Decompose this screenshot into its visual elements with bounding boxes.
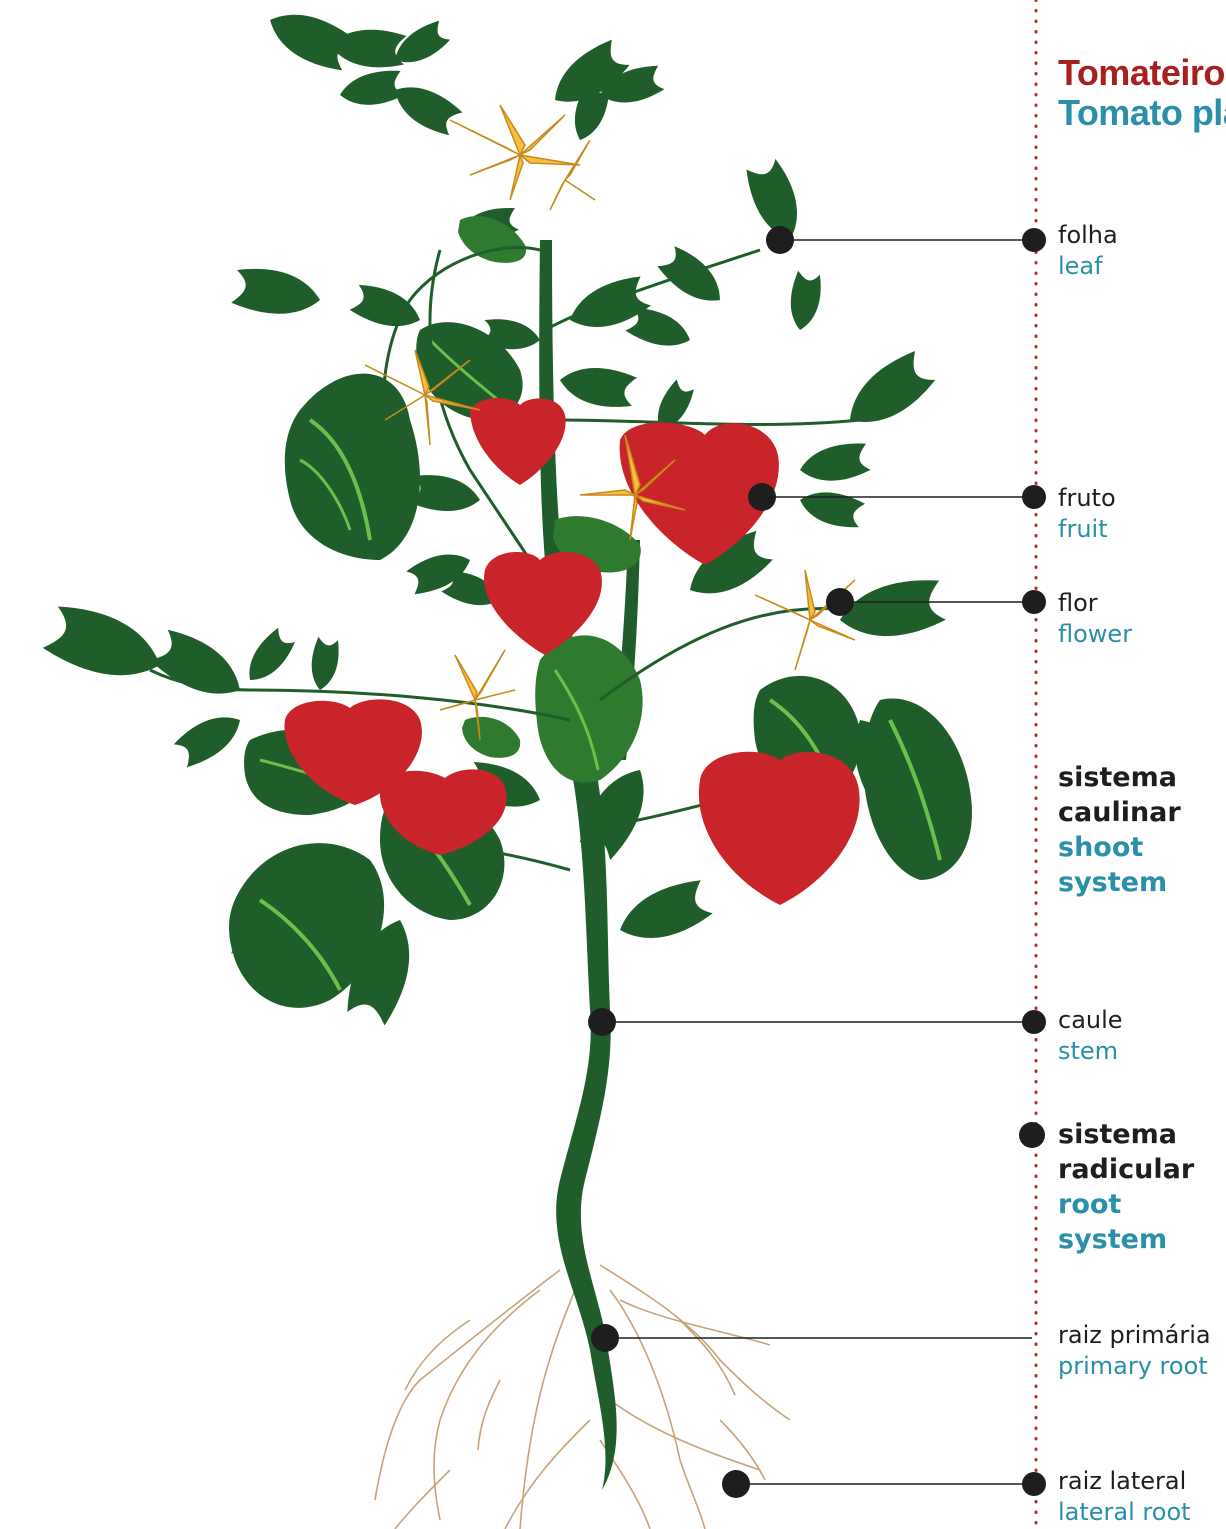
root-system-dot bbox=[1019, 1122, 1045, 1148]
label-leaf-en: leaf bbox=[1058, 251, 1118, 282]
fruit-pointer-dot bbox=[748, 483, 776, 511]
label-root-system: sistema radicular root system bbox=[1058, 1117, 1194, 1257]
label-primary-root-pt: raiz primária bbox=[1058, 1320, 1211, 1351]
root-system-en-line2: system bbox=[1058, 1222, 1194, 1257]
flower-pointer-dot bbox=[826, 588, 854, 616]
title-portuguese: Tomateiro bbox=[1058, 52, 1225, 94]
leaves-illustration bbox=[41, 0, 972, 1027]
leaf-label-dot bbox=[1022, 228, 1046, 252]
label-flower-pt: flor bbox=[1058, 588, 1132, 619]
label-fruit-pt: fruto bbox=[1058, 483, 1116, 514]
primary-root-pointer-dot bbox=[591, 1324, 619, 1352]
label-lateral-root-pt: raiz lateral bbox=[1058, 1466, 1191, 1497]
lateral-root-label-dot bbox=[1022, 1472, 1046, 1496]
root-system-en-line1: root bbox=[1058, 1187, 1194, 1222]
title-english: Tomato pla bbox=[1058, 92, 1226, 134]
label-fruit: fruto fruit bbox=[1058, 483, 1116, 545]
shoot-system-pt-line1: sistema bbox=[1058, 760, 1181, 795]
label-flower: flor flower bbox=[1058, 588, 1132, 650]
label-leaf: folha leaf bbox=[1058, 220, 1118, 282]
label-stem-pt: caule bbox=[1058, 1005, 1123, 1036]
label-flower-en: flower bbox=[1058, 619, 1132, 650]
root-system-pt-line1: sistema bbox=[1058, 1117, 1194, 1152]
flower-label-dot bbox=[1022, 590, 1046, 614]
label-lateral-root-en: lateral root bbox=[1058, 1497, 1191, 1528]
label-stem: caule stem bbox=[1058, 1005, 1123, 1067]
label-leaf-pt: folha bbox=[1058, 220, 1118, 251]
stem-pointer-dot bbox=[588, 1008, 616, 1036]
label-lateral-root: raiz lateral lateral root bbox=[1058, 1466, 1191, 1528]
shoot-system-en-line1: shoot bbox=[1058, 830, 1181, 865]
label-shoot-system: sistema caulinar shoot system bbox=[1058, 760, 1181, 900]
shoot-system-en-line2: system bbox=[1058, 865, 1181, 900]
label-primary-root: raiz primária primary root bbox=[1058, 1320, 1211, 1382]
stem-label-dot bbox=[1022, 1010, 1046, 1034]
leaf-pointer-dot bbox=[766, 226, 794, 254]
label-primary-root-en: primary root bbox=[1058, 1351, 1211, 1382]
lateral-root-pointer-dot bbox=[722, 1470, 750, 1498]
root-system-pt-line2: radicular bbox=[1058, 1152, 1194, 1187]
label-stem-en: stem bbox=[1058, 1036, 1123, 1067]
shoot-system-pt-line2: caulinar bbox=[1058, 795, 1181, 830]
fruit-label-dot bbox=[1022, 485, 1046, 509]
label-fruit-en: fruit bbox=[1058, 514, 1116, 545]
